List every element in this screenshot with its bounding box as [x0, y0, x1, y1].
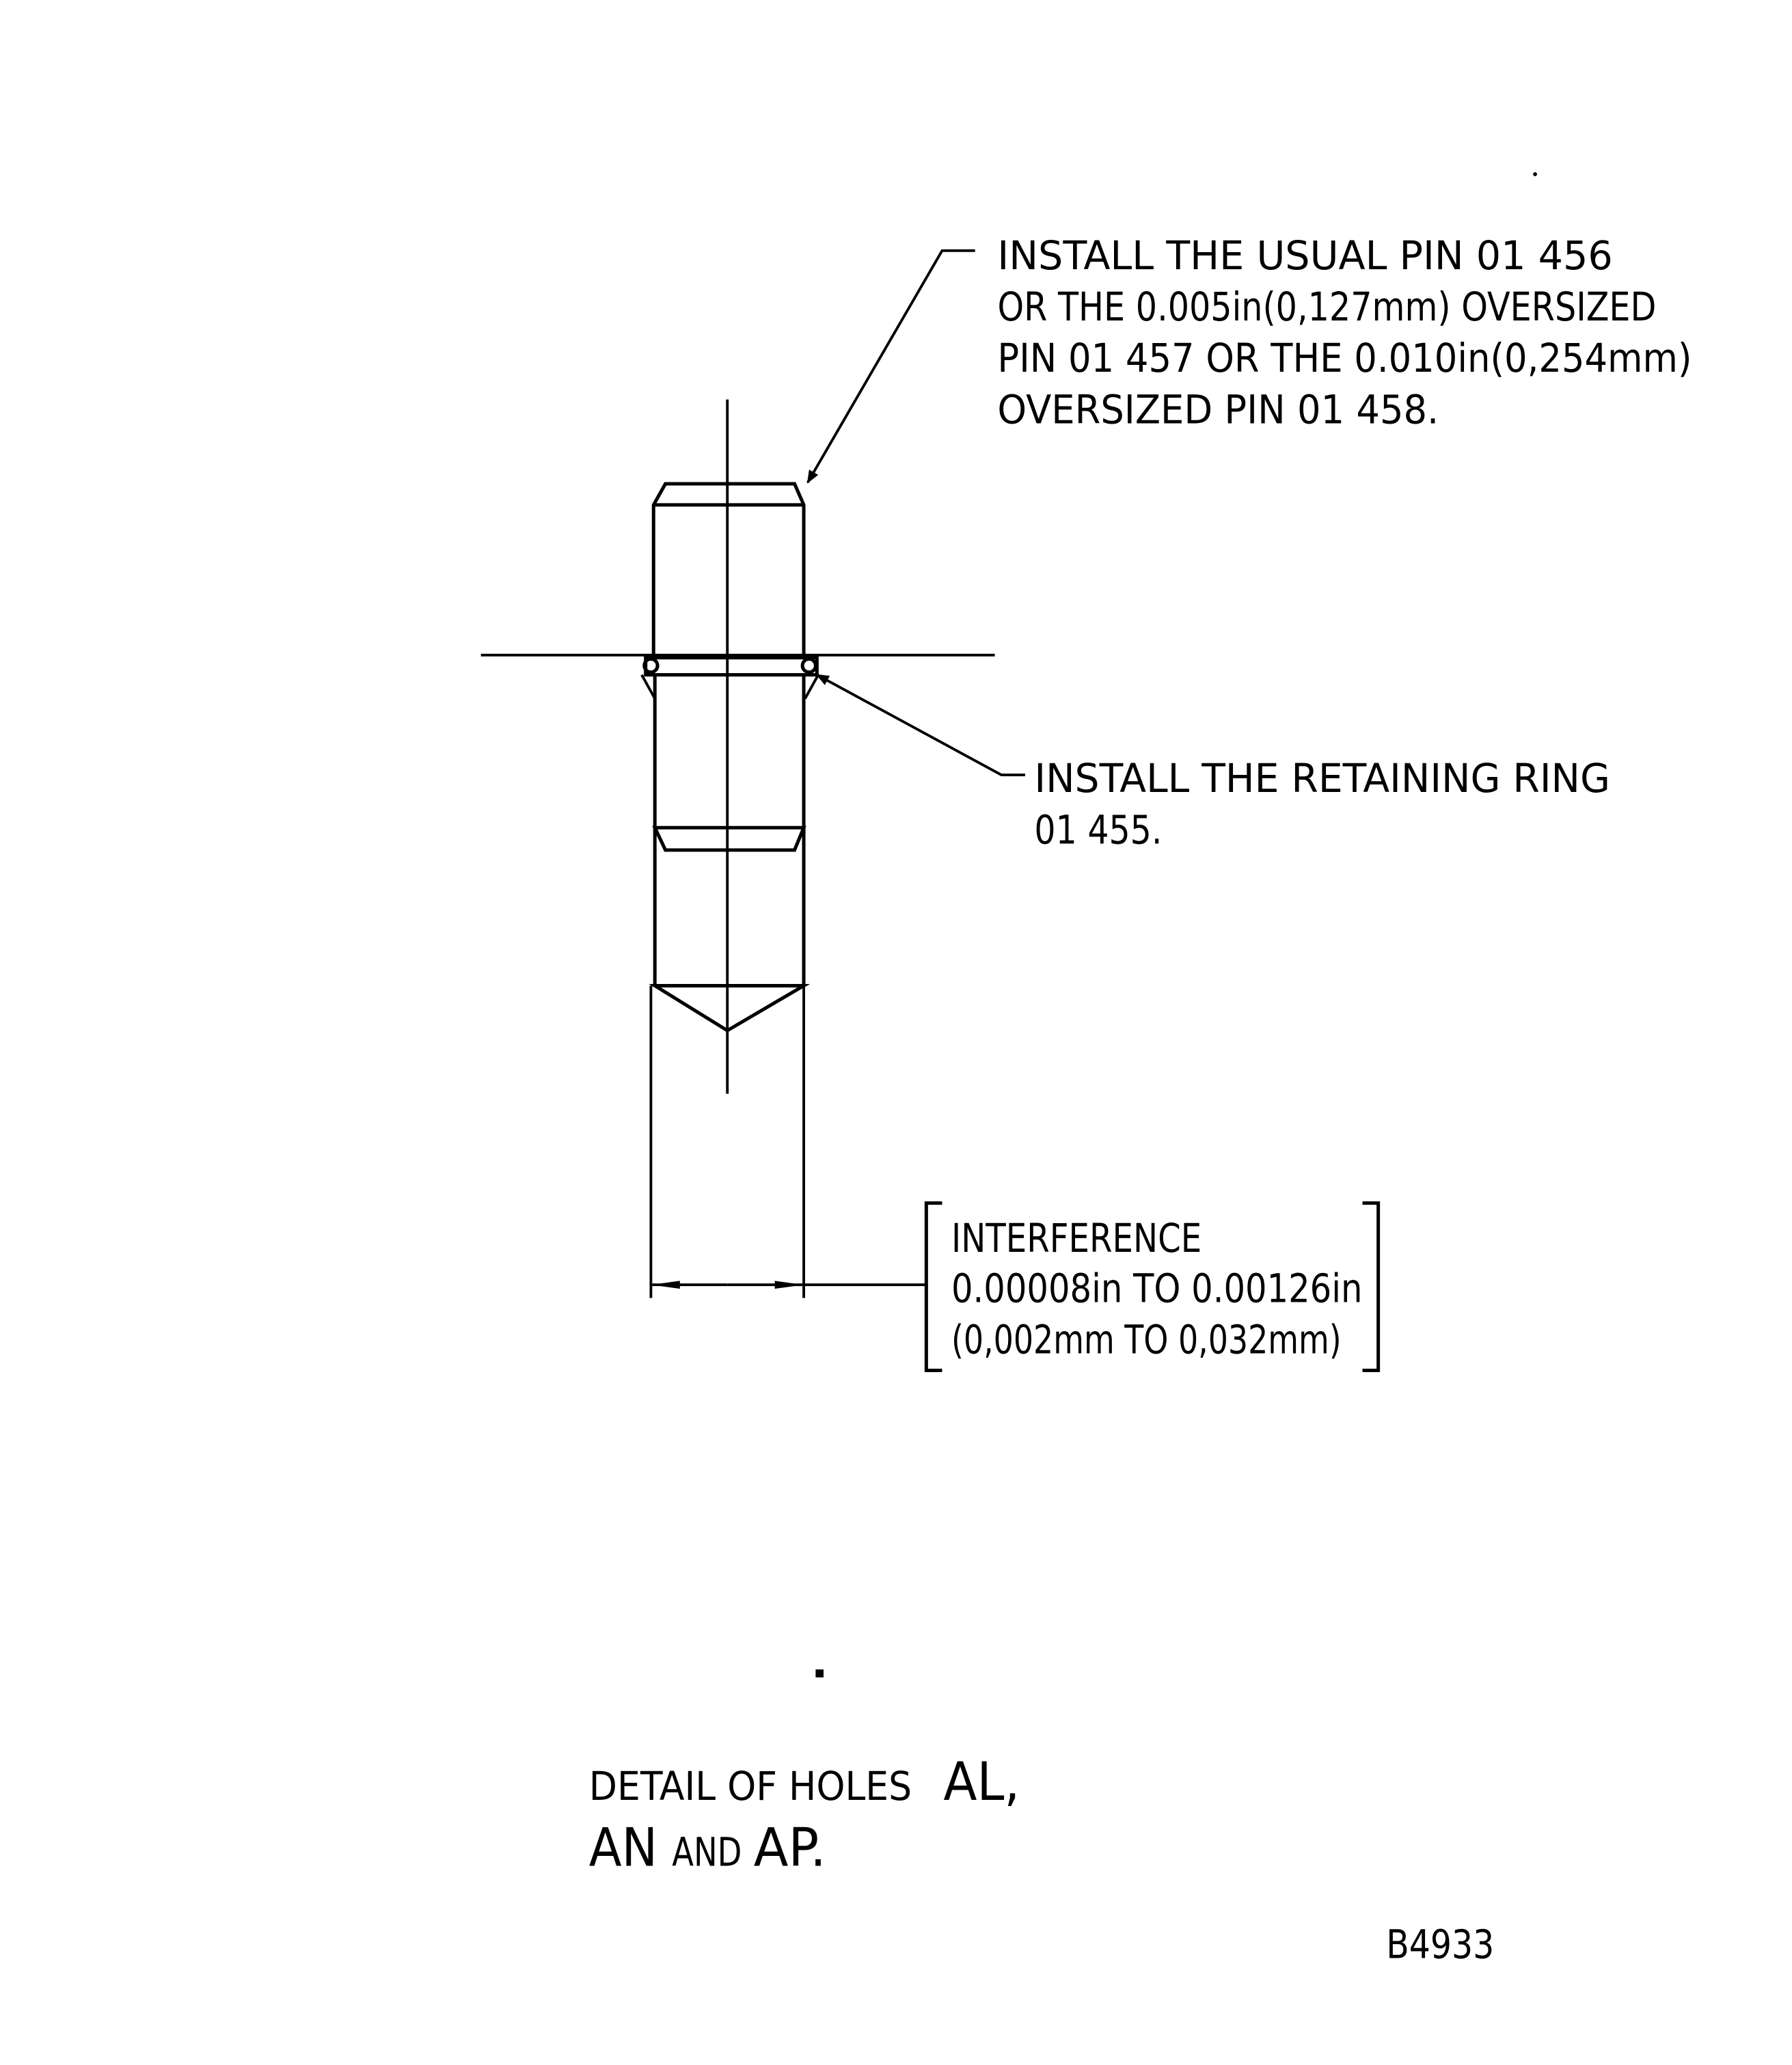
- pin-note-leader: [806, 249, 975, 484]
- ring-note: INSTALL THE RETAINING RING 01 455.: [1034, 755, 1610, 853]
- pin-note-line: PIN 01 457 OR THE 0.010in(0,254mm): [997, 335, 1692, 381]
- pin-note: INSTALL THE USUAL PIN 01 456 OR THE 0.00…: [997, 232, 1692, 433]
- caption-text: AND: [672, 1829, 742, 1875]
- pin-note-line: OR THE 0.005in(0,127mm) OVERSIZED: [997, 284, 1656, 330]
- pin-drawing: [640, 482, 819, 1298]
- retaining-ring: [644, 655, 819, 677]
- ring-note-line: INSTALL THE RETAINING RING: [1034, 755, 1610, 802]
- figure-id: B4933: [1386, 1921, 1494, 1967]
- interference-note-line: 0.00008in TO 0.00126in: [951, 1265, 1363, 1311]
- caption-hole-an: AN: [589, 1817, 657, 1878]
- ring-note-leader: [815, 673, 1025, 777]
- scan-speck: [1533, 172, 1537, 176]
- detail-caption: DETAIL OF HOLES AL, AN AND AP.: [589, 1751, 1020, 1878]
- caption-hole-ap: AP.: [754, 1817, 826, 1878]
- interference-note-line: INTERFERENCE: [951, 1215, 1202, 1261]
- interference-dimension: [651, 1201, 1381, 1373]
- caption-hole-al: AL,: [943, 1751, 1020, 1813]
- pin-note-line: OVERSIZED PIN 01 458.: [997, 386, 1439, 433]
- caption-text: DETAIL OF HOLES: [589, 1763, 912, 1809]
- interference-note-line: (0,002mm TO 0,032mm): [951, 1316, 1342, 1363]
- pin-note-line: INSTALL THE USUAL PIN 01 456: [997, 232, 1612, 279]
- interference-note: INTERFERENCE 0.00008in TO 0.00126in (0,0…: [951, 1215, 1363, 1363]
- ring-note-line: 01 455.: [1034, 806, 1162, 853]
- scan-speck: [815, 1669, 824, 1678]
